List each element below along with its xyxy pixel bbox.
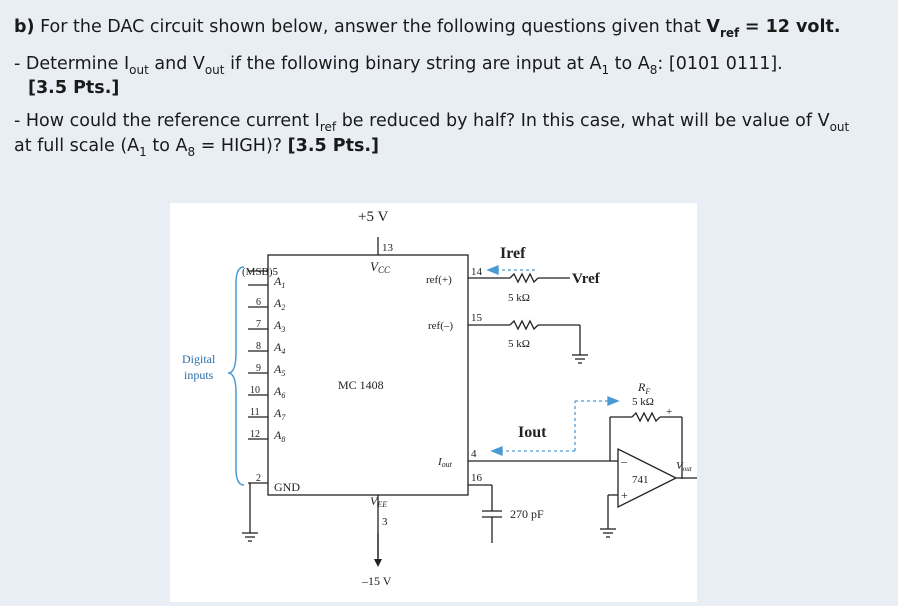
svg-text:10: 10: [250, 385, 260, 396]
svg-text:7: 7: [256, 319, 261, 330]
iout-label: Iout: [518, 424, 547, 441]
svg-text:A3: A3: [273, 318, 285, 334]
svg-text:A8: A8: [273, 428, 285, 444]
vout-label: Vout: [676, 460, 693, 473]
question-part-2-cont: at full scale (A1 to A8 = HIGH)? [3.5 Pt…: [14, 136, 380, 159]
svg-text:9: 9: [256, 363, 261, 374]
gnd-label: GND: [274, 480, 300, 494]
digital-label: Digital: [182, 352, 216, 366]
rf-value: 5 kΩ: [632, 396, 654, 408]
pin-16: 16: [471, 472, 483, 484]
circuit-diagram: +5 V 13 VCC Iref Vref ref(+) ref(–) 14 1…: [182, 209, 697, 588]
pin-4: 4: [471, 448, 477, 460]
r1-label: 5 kΩ: [508, 292, 530, 304]
svg-text:8: 8: [256, 341, 261, 352]
cap-label: 270 pF: [510, 507, 544, 521]
opamp-minus: –: [620, 454, 628, 468]
pin-15: 15: [471, 312, 483, 324]
pin-13: 13: [382, 242, 394, 254]
neg-supply-label: –15 V: [361, 574, 392, 588]
pin-14: 14: [471, 266, 483, 278]
refm-label: ref(–): [428, 320, 453, 332]
vref-label: Vref: [572, 271, 601, 287]
dac-circuit-figure: +5 V 13 VCC Iref Vref ref(+) ref(–) 14 1…: [170, 203, 697, 602]
svg-text:A1: A1: [273, 274, 285, 290]
inputs-label: inputs: [184, 368, 214, 382]
svg-text:A6: A6: [273, 384, 285, 400]
svg-text:A2: A2: [273, 296, 285, 312]
svg-text:11: 11: [250, 407, 260, 418]
opamp-plus: +: [621, 488, 628, 502]
vee-label: VEE: [370, 494, 387, 509]
svg-text:A5: A5: [273, 362, 285, 378]
svg-text:6: 6: [256, 297, 261, 308]
msb-label: (MSB)5: [242, 266, 279, 278]
svg-text:A7: A7: [273, 406, 286, 422]
svg-text:2: 2: [256, 473, 261, 484]
iout-pin-label: Iout: [437, 456, 453, 469]
refp-label: ref(+): [426, 274, 452, 286]
chip-label: MC 1408: [338, 378, 384, 392]
supply-label: +5 V: [358, 209, 388, 225]
chip-body: [267, 254, 469, 496]
rf-plus: +: [666, 406, 672, 418]
vcc-label: VCC: [370, 259, 391, 275]
question-part-1-points: [3.5 Pts.]: [28, 78, 120, 98]
question-part-1: - Determine Iout and Vout if the followi…: [14, 54, 783, 77]
svg-text:A4: A4: [273, 340, 285, 356]
iref-label: Iref: [500, 245, 526, 262]
rf-label: RF: [637, 380, 650, 396]
question-part-2: - How could the reference current Iref b…: [14, 111, 850, 134]
svg-text:12: 12: [250, 429, 260, 440]
input-labels: A1 A2 A3 A4 A5 A6 A7 A8: [273, 274, 286, 444]
pin-3: 3: [382, 516, 388, 528]
pin-numbers: 6 7 8 9 10 11 12 2: [250, 297, 261, 484]
question-line-1: b) For the DAC circuit shown below, answ…: [14, 17, 841, 40]
opamp-label: 741: [632, 474, 649, 486]
r2-label: 5 kΩ: [508, 338, 530, 350]
